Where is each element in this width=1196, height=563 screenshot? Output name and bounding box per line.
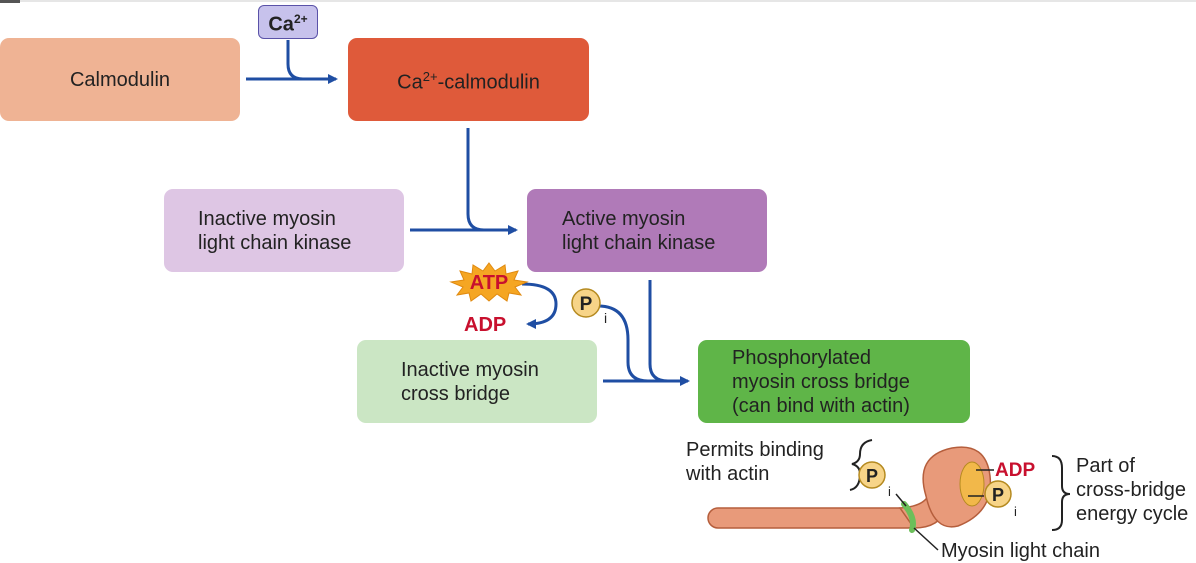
ca-ion-label: Ca2+ <box>268 7 307 37</box>
head-phosphate-icon <box>984 480 1012 508</box>
top-rule <box>0 0 1196 2</box>
ca-calmodulin-box: Ca2+-calmodulin <box>348 38 589 121</box>
ca-calmodulin-sup: 2+ <box>422 68 438 84</box>
ca-charge: 2+ <box>293 12 308 27</box>
head-phosphate-p: P <box>992 485 1004 505</box>
atp-label: ATP <box>470 272 509 294</box>
part-of-cycle-label: Part of cross-bridge energy cycle <box>1076 454 1188 526</box>
myosin-light-chain-label: Myosin light chain <box>941 540 1100 562</box>
permits-brace-icon <box>849 439 873 491</box>
active-mlck-box: Active myosin light chain kinase <box>527 189 767 272</box>
head-phosphate-i: i <box>1014 504 1017 519</box>
head-adp-label: ADP <box>995 460 1035 481</box>
inactive-mlck-box: Inactive myosin light chain kinase <box>164 189 404 272</box>
ca-calmodulin-prefix: Ca <box>397 71 423 94</box>
phosphate-i: i <box>604 310 607 326</box>
part-of-brace-icon <box>1051 455 1071 531</box>
inactive-mlck-line-2: light chain kinase <box>198 231 352 254</box>
inactive-bridge-box: Inactive myosin cross bridge <box>357 340 597 423</box>
permits-line-2: with actin <box>686 463 770 485</box>
calmodulin-box: Calmodulin <box>0 38 240 121</box>
myosin-atp-pocket <box>959 461 985 507</box>
phospho-bridge-line-1: Phosphorylated <box>732 346 871 369</box>
ca-symbol: Ca <box>268 13 294 36</box>
myosin-illustration: P i ADP P i <box>707 439 1071 551</box>
phosphate-icon: P i <box>571 288 607 326</box>
arrow-active-mlck-down <box>648 280 669 383</box>
myosin-light-chain <box>901 501 916 533</box>
part-of-line-3: energy cycle <box>1076 503 1189 525</box>
arrow-atp-to-adp <box>521 282 558 329</box>
top-rule-mark <box>0 0 20 3</box>
phospho-bridge-line-3: (can bind with actin) <box>732 394 910 417</box>
arrow-ca-join <box>286 40 304 81</box>
ca-ion-badge: Ca2+ <box>258 5 318 39</box>
light-chain-phosphate-i: i <box>888 484 891 499</box>
permits-line-1: Permits binding <box>686 439 824 461</box>
calmodulin-label: Calmodulin <box>69 68 171 91</box>
phospho-bridge-line-2: myosin cross bridge <box>732 370 910 393</box>
part-of-line-1: Part of <box>1076 455 1135 477</box>
arrow-ca-calmodulin-down <box>466 128 485 232</box>
myosin-tail <box>707 507 919 529</box>
light-chain-phosphate-icon <box>858 461 886 489</box>
active-mlck-line-1: Active myosin <box>562 207 686 230</box>
phospho-bridge-box: Phosphorylated myosin cross bridge (can … <box>698 340 970 423</box>
permits-binding-label: Permits binding with actin <box>686 438 824 486</box>
light-chain-phosphate-p: P <box>866 466 878 486</box>
phosphate-p: P <box>580 294 593 315</box>
inactive-mlck-line-1: Inactive myosin <box>198 207 336 230</box>
part-of-line-2: cross-bridge <box>1076 479 1187 501</box>
ca-calmodulin-suffix: -calmodulin <box>437 71 540 94</box>
inactive-bridge-line-1: Inactive myosin <box>401 358 539 381</box>
adp-label: ADP <box>464 314 507 336</box>
atp-burst-icon: ATP <box>449 262 529 302</box>
inactive-bridge-line-2: cross bridge <box>401 382 510 405</box>
active-mlck-line-2: light chain kinase <box>562 231 716 254</box>
arrow-pi-join <box>597 304 649 383</box>
ca-calmodulin-label: Ca2+-calmodulin <box>397 65 540 95</box>
